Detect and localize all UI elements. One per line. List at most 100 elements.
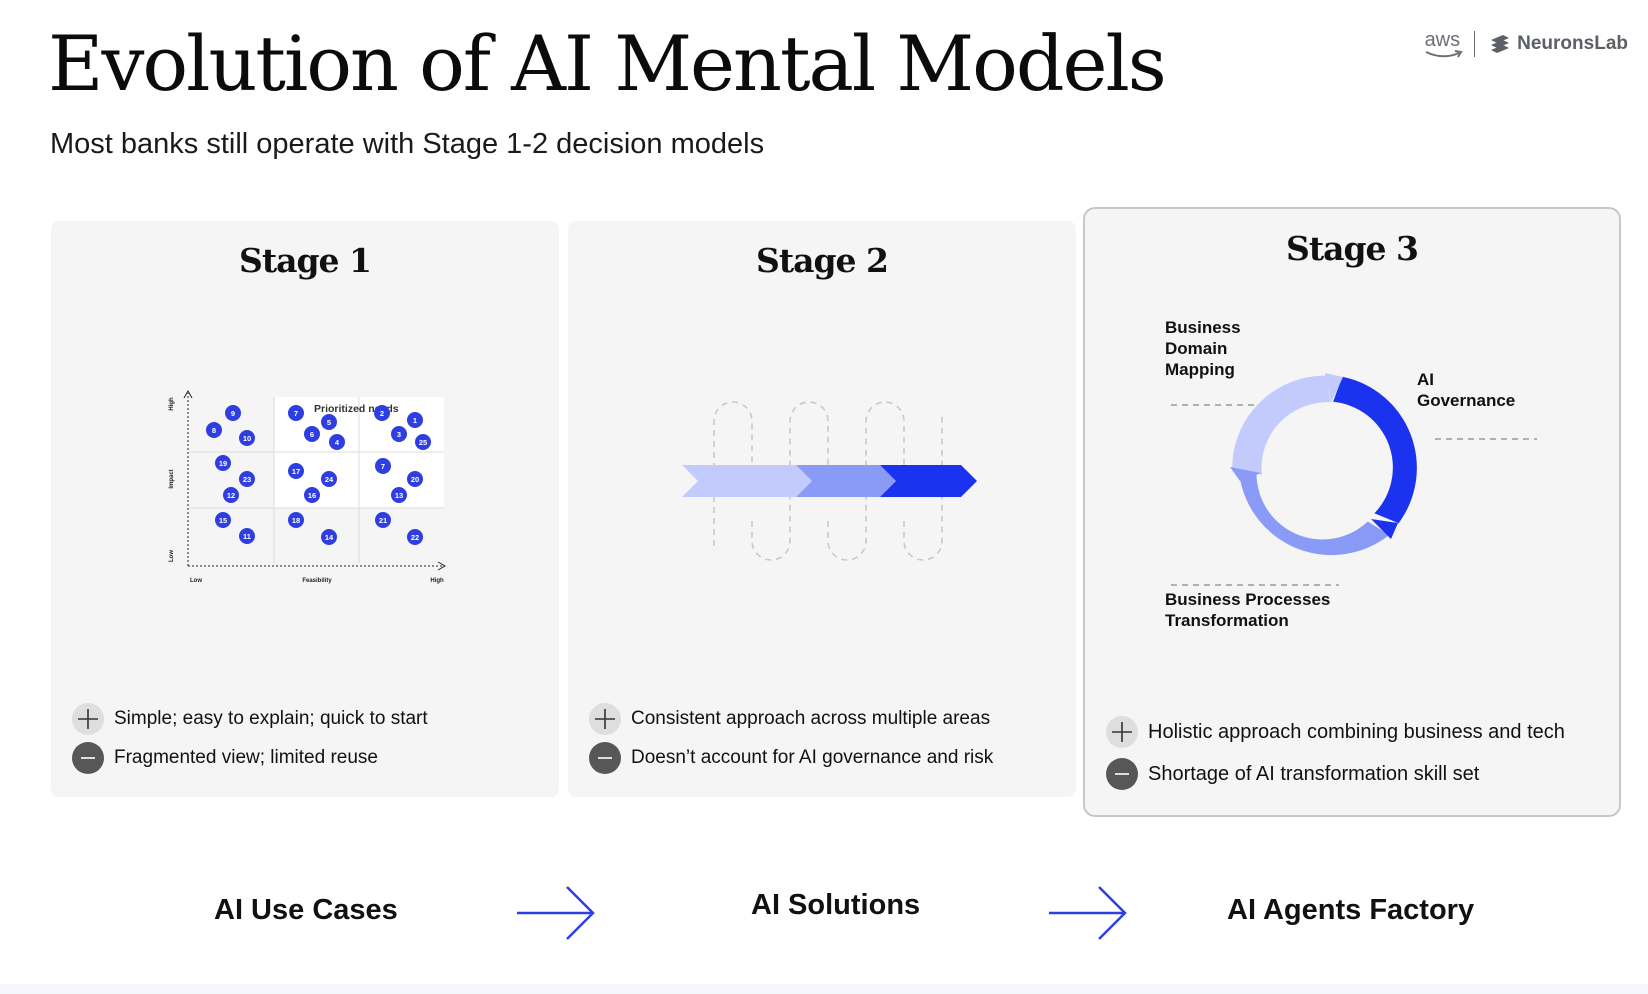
matrix-point-label: 1 <box>413 416 417 425</box>
bottom-strip <box>0 984 1648 994</box>
stage-1-pros-cons: Simple; easy to explain; quick to start … <box>71 699 428 777</box>
matrix-point <box>304 487 320 503</box>
matrix-point-label: 7 <box>294 409 298 418</box>
right-arrow-icon <box>1049 886 1127 940</box>
stage-2-card: Stage 2 Consistent approach across multi… <box>568 221 1076 797</box>
plus-icon <box>1106 716 1138 748</box>
plus-icon <box>72 702 104 735</box>
cycle-arrow-tip-icon <box>1230 467 1261 481</box>
stage-2-pros-cons: Consistent approach across multiple area… <box>588 699 993 777</box>
cycle-arrow-tip-icon <box>1371 519 1398 539</box>
matrix-point-label: 2 <box>380 409 384 418</box>
stage-1-con: Fragmented view; limited reuse <box>71 738 428 777</box>
neuronslab-logo: NeuronsLab <box>1489 33 1628 55</box>
stage-2-title: Stage 2 <box>756 241 889 280</box>
page-subtitle: Most banks still operate with Stage 1-2 … <box>50 128 765 160</box>
matrix-point <box>321 414 337 430</box>
x-axis-label: Feasibility <box>302 578 332 584</box>
matrix-point <box>288 512 304 528</box>
matrix-point <box>215 455 231 471</box>
stage-1-card: Stage 1 High Impact Low Low Feasibility … <box>51 221 559 797</box>
matrix-point <box>407 529 423 545</box>
matrix-point-label: 5 <box>327 418 331 427</box>
business-domain-mapping-text: Business Domain Mapping <box>1165 318 1241 379</box>
matrix-point <box>391 487 407 503</box>
aws-smile-icon <box>1425 49 1463 58</box>
matrix-point <box>407 471 423 487</box>
cycle-segment-ai-governance <box>1333 376 1417 524</box>
matrix-point-label: 8 <box>212 426 216 435</box>
ai-governance-text: AI Governance <box>1417 370 1516 410</box>
priority-matrix: High Impact Low Low Feasibility High Pri… <box>169 389 447 584</box>
x-axis-low-label: Low <box>190 578 202 584</box>
matrix-point <box>239 430 255 446</box>
stage-1-pro: Simple; easy to explain; quick to start <box>71 699 428 738</box>
matrix-point <box>223 487 239 503</box>
minus-icon <box>1106 758 1138 790</box>
matrix-point <box>288 405 304 421</box>
y-axis-high-label: High <box>169 397 175 411</box>
matrix-point-label: 6 <box>310 430 314 439</box>
matrix-points: 9810756421325192312172416720131511181421… <box>206 405 431 545</box>
matrix-point-label: 14 <box>325 533 334 542</box>
matrix-point-label: 21 <box>379 516 387 525</box>
dashed-loop-lines <box>713 401 943 561</box>
cycle-arrow-tip-icon <box>1325 373 1343 403</box>
matrix-point-label: 17 <box>292 467 300 476</box>
stage-3-pros-cons: Holistic approach combining business and… <box>1105 711 1565 795</box>
x-axis-arrowhead-icon <box>437 561 447 571</box>
minus-icon <box>589 741 621 774</box>
matrix-point-label: 10 <box>243 434 251 443</box>
stage-3-pro: Holistic approach combining business and… <box>1105 711 1565 753</box>
y-axis-arrowhead-icon <box>183 389 193 399</box>
matrix-point-label: 23 <box>243 475 251 484</box>
matrix-point-label: 24 <box>325 475 334 484</box>
matrix-point <box>206 422 222 438</box>
matrix-point-label: 16 <box>308 491 316 500</box>
page-title: Evolution of AI Mental Models <box>48 19 1167 108</box>
stage-2-con-text: Doesn’t account for AI governance and ri… <box>631 746 994 768</box>
neuronslab-logo-text: NeuronsLab <box>1517 33 1628 54</box>
matrix-point <box>375 458 391 474</box>
matrix-point <box>215 512 231 528</box>
partner-logos: aws NeuronsLab <box>1425 24 1628 64</box>
aws-logo: aws <box>1424 28 1463 60</box>
business-domain-mapping-label: Business Domain Mapping <box>1165 317 1241 380</box>
matrix-point-label: 20 <box>411 475 419 484</box>
matrix-point-label: 15 <box>219 516 227 525</box>
business-processes-transformation-text: Business Processes Transformation <box>1165 590 1331 630</box>
neuronslab-mark-icon <box>1491 35 1510 53</box>
business-processes-transformation-label: Business Processes Transformation <box>1165 589 1330 631</box>
matrix-point <box>415 434 431 450</box>
aws-logo-text: aws <box>1424 28 1461 51</box>
stage-3-pro-text: Holistic approach combining business and… <box>1148 720 1565 743</box>
x-axis-high-label: High <box>430 578 444 584</box>
stage-3-con-text: Shortage of AI transformation skill set <box>1148 762 1480 785</box>
matrix-point <box>304 426 320 442</box>
y-axis-low-label: Low <box>169 550 175 562</box>
stage-2-pro: Consistent approach across multiple area… <box>588 699 993 738</box>
matrix-point-label: 13 <box>395 491 403 500</box>
stage-2-process-diagram <box>682 401 977 561</box>
matrix-point <box>239 471 255 487</box>
matrix-point <box>321 529 337 545</box>
y-axis-label: Impact <box>169 469 175 488</box>
matrix-point <box>225 405 241 421</box>
matrix-point-label: 25 <box>419 438 427 447</box>
matrix-point-label: 11 <box>243 532 251 541</box>
stage-3-con: Shortage of AI transformation skill set <box>1105 753 1565 795</box>
matrix-point-label: 4 <box>335 438 340 447</box>
stage-1-con-text: Fragmented view; limited reuse <box>114 746 378 768</box>
stage-2-pro-text: Consistent approach across multiple area… <box>631 707 991 729</box>
matrix-point-label: 7 <box>381 462 385 471</box>
matrix-point <box>288 463 304 479</box>
matrix-point-label: 9 <box>231 409 235 418</box>
stage-2-con: Doesn’t account for AI governance and ri… <box>588 738 993 777</box>
matrix-point <box>391 426 407 442</box>
cycle-segment-business-processes <box>1240 470 1390 556</box>
bottom-label-ai-agents-factory: AI Agents Factory <box>1227 894 1475 926</box>
stage-1-title: Stage 1 <box>239 241 372 280</box>
cycle-segment-business-domain <box>1232 375 1331 475</box>
matrix-point <box>329 434 345 450</box>
stage-3-card: Stage 3 Business Domain Mapping AI Gover… <box>1083 207 1621 817</box>
